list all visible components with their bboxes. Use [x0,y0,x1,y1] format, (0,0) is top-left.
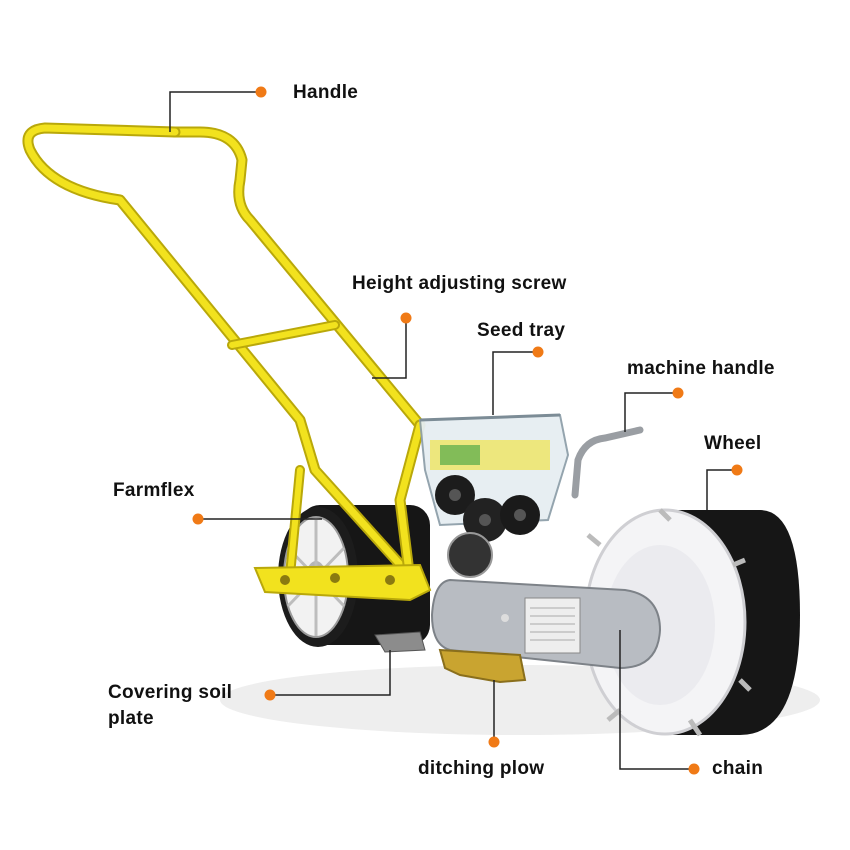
orange-dot-icon [488,736,500,748]
chain-cover-plate [430,578,662,670]
side-bracket [253,563,432,602]
label-chain: chain [712,758,764,779]
leader-machine-handle [624,392,678,432]
label-covering-soil-plate: Covering soil plate [108,682,233,729]
leader-lines [169,91,737,770]
covering-soil-plate-shape [374,631,426,653]
handle-frame [22,122,426,586]
orange-dot-icon [400,312,412,324]
orange-dot-icon [264,689,276,701]
ditching-plow-blade [438,648,527,684]
orange-dot-icon [688,763,700,775]
label-wheel: Wheel [704,433,762,454]
leader-height-screw [372,318,407,379]
label-seed-tray: Seed tray [477,320,566,341]
label-height-adjusting-screw: Height adjusting screw [352,273,567,294]
leader-seed-tray [492,351,538,415]
leader-wheel [706,469,737,510]
label-farmflex: Farmflex [113,480,195,501]
leader-chain [619,630,694,770]
callout-dots [192,86,743,775]
leader-handle [169,91,261,132]
orange-dot-icon [532,346,544,358]
seeder-machine [22,122,820,737]
orange-dot-icon [672,387,684,399]
leader-covering-soil [270,650,391,696]
label-handle: Handle [293,82,359,103]
orange-dot-icon [731,464,743,476]
label-ditching-plow: ditching plow [418,758,545,779]
metering-discs [435,475,540,578]
machine-handle-rod [571,426,644,499]
orange-dot-icon [255,86,267,98]
label-machine-handle: machine handle [627,358,775,379]
orange-dot-icon [192,513,204,525]
